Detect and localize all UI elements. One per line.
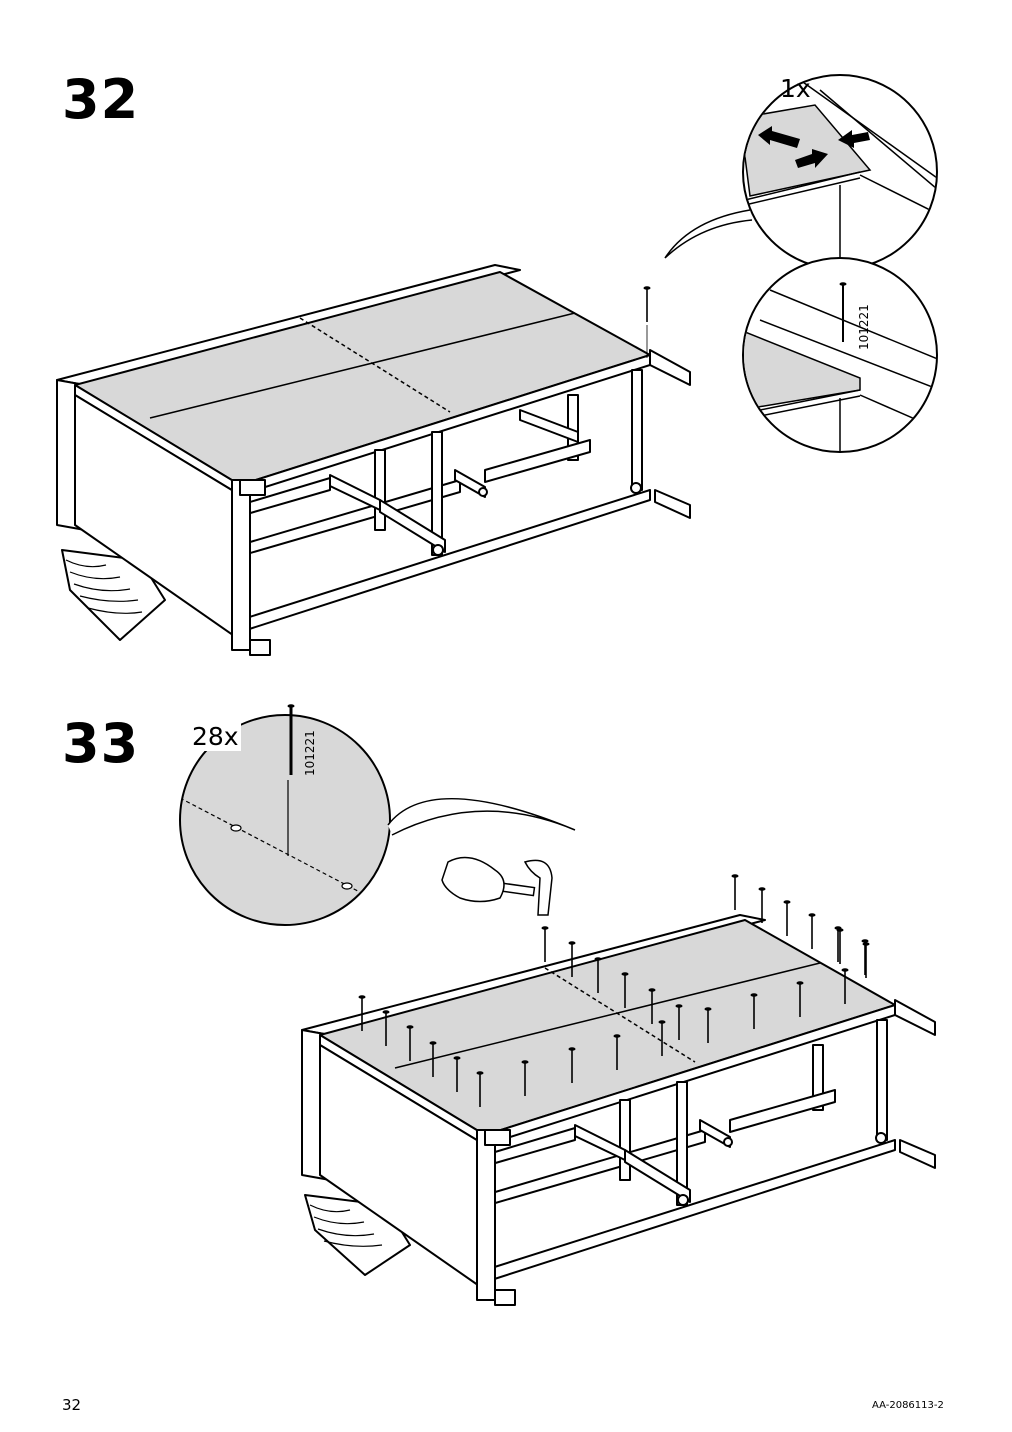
part-number: 101221	[857, 304, 871, 350]
step-number: 33	[62, 712, 140, 775]
step-number: 32	[62, 68, 140, 131]
step32-detail-top	[664, 74, 938, 270]
hand-icon	[441, 856, 505, 903]
page-number: 32	[62, 1396, 82, 1414]
arrow-right-icon	[795, 149, 828, 168]
document-code: AA-2086113-2	[872, 1400, 944, 1411]
quantity-label: 1x	[780, 74, 811, 103]
arrow-left-icon	[838, 130, 870, 148]
arrow-left-icon	[758, 126, 800, 148]
nail-icon	[642, 285, 652, 323]
step32-detail-bottom	[742, 257, 938, 453]
step33-furniture	[301, 914, 936, 1306]
step32-furniture	[56, 264, 691, 656]
part-number: 101221	[303, 730, 317, 776]
quantity-label: 28x	[190, 722, 241, 751]
step33-detail	[179, 703, 576, 926]
